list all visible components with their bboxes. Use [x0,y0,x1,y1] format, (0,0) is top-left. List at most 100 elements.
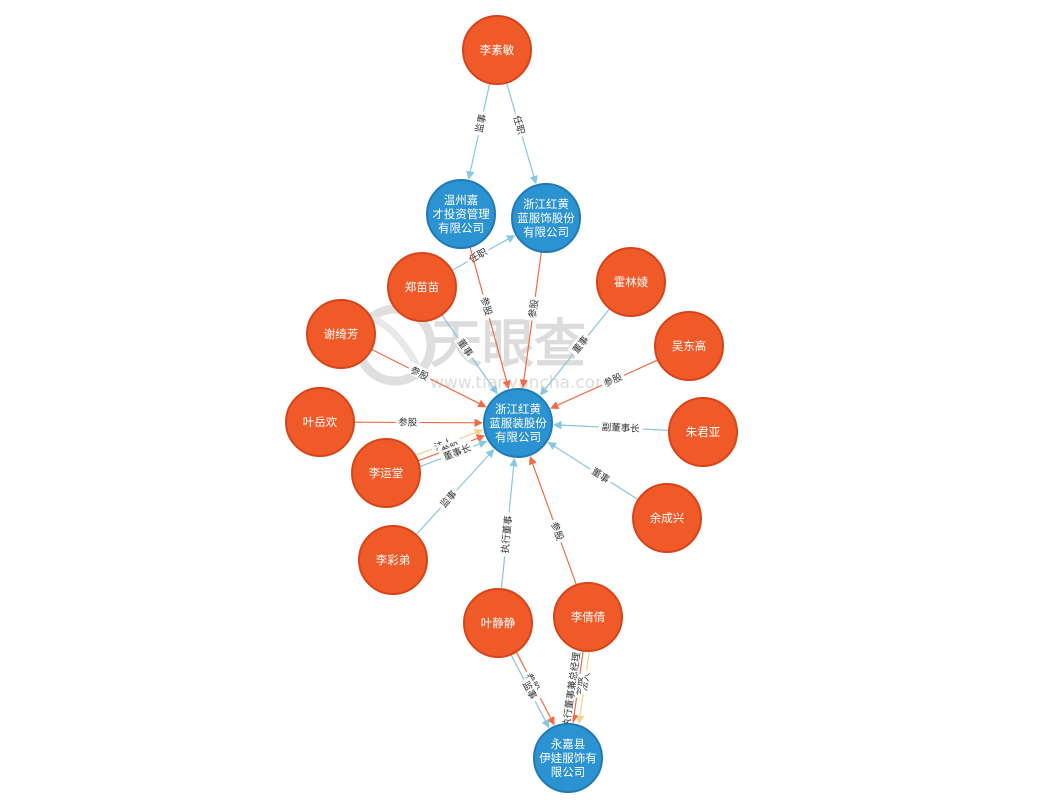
node-label: 李运堂 [369,466,404,480]
node-label: 叶静静 [481,616,516,630]
edge-label: 参股 [398,416,418,428]
node-label: 朱君亚 [686,425,721,439]
node-label: 吴东高 [672,339,707,353]
node-label: 有限公司 [523,225,569,239]
node-label: 浙江红黄 [495,402,541,416]
edge-label: 监事 [473,112,489,134]
node-label: 蓝服装股份 [489,416,547,430]
node-circle[interactable] [463,588,533,658]
node-circle[interactable] [285,387,355,457]
node-label: 郑苗苗 [405,280,440,294]
node-circle[interactable] [462,15,532,85]
nodes-layer: 李素敏温州嘉才投资管理有限公司浙江红黄蓝服饰股份有限公司郑苗苗霍林婈谢绮芳吴东高… [285,15,738,793]
person-node-liyuntang[interactable]: 李运堂 [351,438,421,508]
person-node-zhujunya[interactable]: 朱君亚 [668,397,738,467]
node-circle[interactable] [358,525,428,595]
node-label: 伊娃服饰有 [539,751,597,765]
edge-label-background [587,463,615,487]
node-circle[interactable] [306,299,376,369]
edge-label-background [519,676,542,704]
edge-wzjc-center-invest: 参股 [469,246,511,390]
edge-label-group: 副董事长 [598,419,644,435]
edge-label-background [435,485,461,512]
node-circle[interactable] [654,311,724,381]
edge-label-background [525,295,541,322]
person-node-licaidi[interactable]: 李彩弟 [358,525,428,595]
node-label: 有限公司 [495,430,541,444]
edge-label-group: 参股 [548,517,568,545]
person-node-zhengmm[interactable]: 郑苗苗 [387,252,457,322]
node-label: 李倩倩 [571,610,606,624]
edge-label: 任职 [510,114,527,136]
node-circle[interactable] [511,183,581,253]
node-circle[interactable] [351,438,421,508]
node-label: 温州嘉 [444,193,479,207]
watermark-logo-text: 天眼查 [430,315,586,375]
edge-label-group: 任职 [510,111,529,138]
edge-label-background [471,110,489,137]
edge-label-background [510,111,529,138]
node-label: 叶岳欢 [303,415,338,429]
node-label: 谢绮芳 [324,327,359,341]
node-circle[interactable] [387,252,457,322]
edge-lisumin-zjhhfs-officer: 任职 [505,82,538,185]
node-label: 浙江红黄 [523,197,569,211]
person-node-xieqifang[interactable]: 谢绮芳 [306,299,376,369]
edge-label-background [406,361,434,384]
node-circle[interactable] [533,723,603,793]
person-node-lisumin[interactable]: 李素敏 [462,15,532,85]
edge-label-background [497,511,515,557]
edge-label-group: 董事 [587,463,615,487]
edge-label-background [522,668,544,696]
person-node-huolinjing[interactable]: 霍林婈 [596,247,666,317]
node-label: 限公司 [551,765,586,779]
edge-label-background [438,439,475,464]
node-circle[interactable] [426,179,496,249]
person-node-wudonggao[interactable]: 吴东高 [654,311,724,381]
node-circle[interactable] [553,582,623,652]
node-label: 李彩弟 [376,553,411,567]
node-circle[interactable] [596,247,666,317]
person-node-liqianqian[interactable]: 李倩倩 [553,582,623,652]
edge-label-background [599,368,626,390]
edge-label-group: 监事 [471,110,489,137]
edge-label-background [567,331,593,358]
edge-yejingjing-yjyw-officer: 监事 [510,654,550,729]
edge-label-background [558,647,583,733]
person-node-yuchengxing[interactable]: 余成兴 [632,483,702,553]
node-label: 李素敏 [480,43,515,57]
node-label: 霍林婈 [614,275,649,289]
node-label: 有限公司 [438,221,484,235]
edge-label-background [464,243,492,266]
node-circle[interactable] [632,483,702,553]
edge-label-background [548,517,568,545]
edge-zjhhfs-center-invest: 参股 [519,251,542,389]
person-node-yejingjing[interactable]: 叶静静 [463,588,533,658]
edge-liqianqian-center-invest: 参股 [528,456,578,586]
person-node-yeyuehuan[interactable]: 叶岳欢 [285,387,355,457]
edge-label-group: 参股 [478,292,497,320]
edge-label-group: 参股 [395,415,420,428]
edge-lisumin-wzjc-officer: 监事 [466,83,491,180]
edge-yuchengxing-center-officer: 董事 [547,441,639,501]
node-label: 才投资管理 [432,207,490,221]
node-circle[interactable] [483,388,553,458]
edge-zhujunya-center-officer: 副董事长 [553,419,670,435]
edge-label-group: 参股 [525,295,541,322]
edge-yejingjing-center-officer: 执行董事 [497,457,518,590]
edge-label-group: 执行董事 [497,511,515,557]
edge-label: 副董事长 [601,421,640,435]
edge-label: 参股 [526,298,541,319]
node-label: 蓝服饰股份 [517,211,575,225]
edge-label-background [395,415,420,428]
edge-label-background [598,419,644,435]
node-circle[interactable] [668,397,738,467]
node-label: 永嘉县 [551,737,586,751]
edge-label-background [478,292,497,320]
edge-yeyuehuan-center-invest: 参股 [353,415,483,428]
